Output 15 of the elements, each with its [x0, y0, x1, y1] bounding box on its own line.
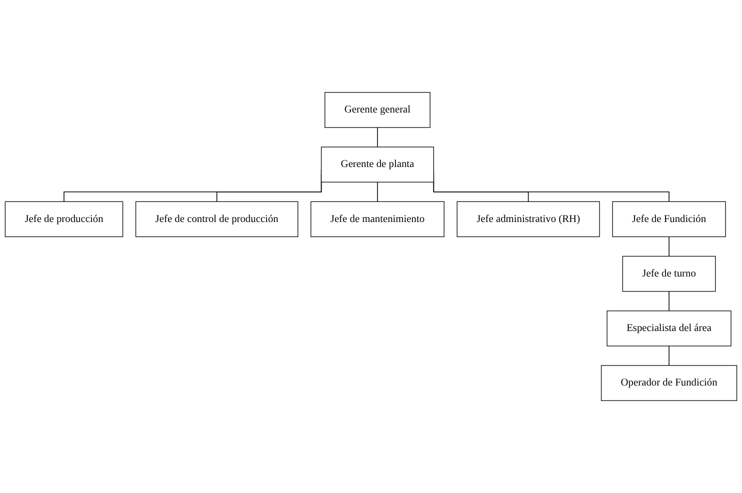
node-box: Jefe de turno: [622, 256, 716, 292]
node-box: Jefe de control de producción: [135, 201, 298, 238]
node-box: Gerente general: [324, 92, 430, 128]
node-box: Especialista del área: [606, 310, 732, 346]
connector: [377, 182, 378, 202]
node-box: Jefe de mantenimiento: [310, 201, 444, 238]
node-box: Operador de Fundición: [600, 365, 738, 401]
node-box: Jefe de Fundición: [612, 201, 726, 238]
node-box: Jefe de producción: [4, 201, 124, 238]
connector: [668, 290, 670, 312]
connector: [668, 236, 670, 257]
connector: [668, 346, 670, 366]
connector: [377, 127, 378, 148]
node-box: Gerente de planta: [320, 146, 434, 182]
node-box: Jefe administrativo (RH): [456, 201, 600, 238]
